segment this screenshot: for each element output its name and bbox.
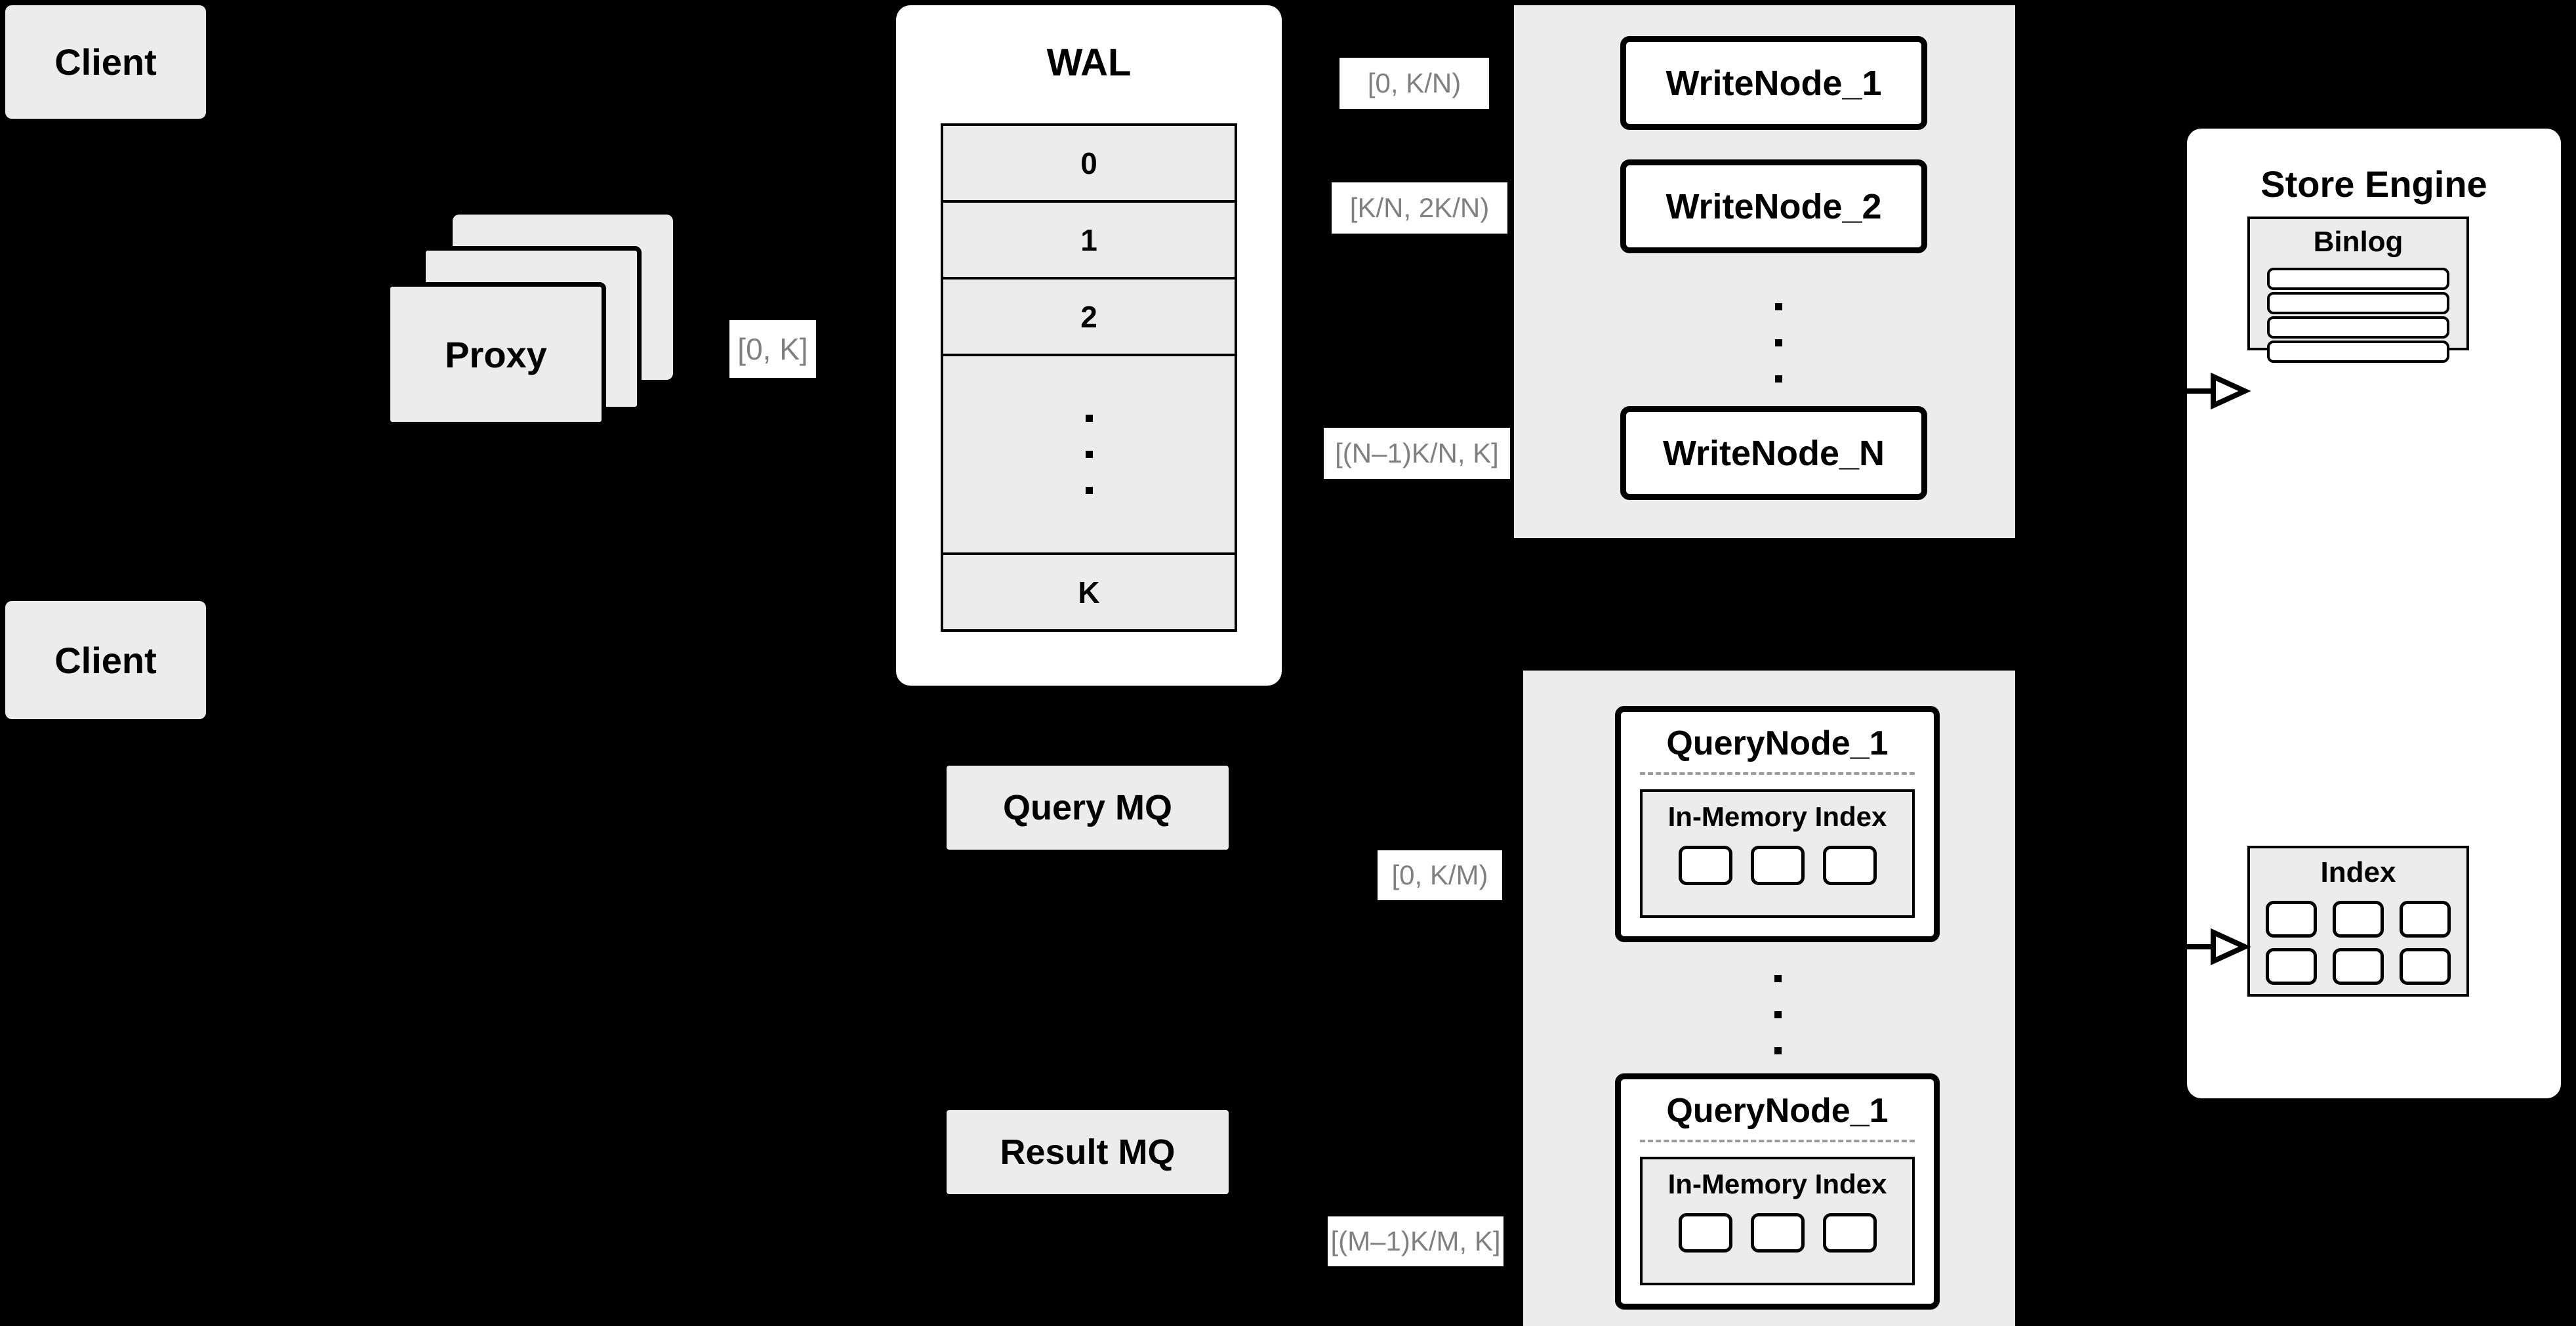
wal-cell-1-text: 1: [1080, 222, 1097, 257]
query-node-1-separator: [1639, 772, 1915, 775]
query-node-m-chip-1: [1678, 1213, 1732, 1253]
range-label-write-n: [(N–1)K/N, K]: [1324, 428, 1510, 479]
client-box-1[interactable]: Client: [5, 5, 206, 119]
wal-table: 0 1 2 K: [941, 123, 1237, 632]
index-chip-row-2: [2250, 948, 2466, 985]
wal-cell-0-text: 0: [1080, 146, 1097, 180]
arrow-to-binlog-icon: [2187, 372, 2251, 410]
range-label-write-2-text: [K/N, 2K/N): [1349, 192, 1490, 223]
range-label-write-1-text: [0, K/N): [1367, 68, 1462, 98]
index-chip-3: [2400, 901, 2451, 938]
result-mq-label: Result MQ: [1000, 1132, 1176, 1172]
query-node-m-index-title: In-Memory Index: [1667, 1169, 1887, 1199]
write-node-n-label: WriteNode_N: [1662, 433, 1885, 473]
range-label-proxy-to-wal: [0, K]: [729, 320, 816, 378]
wal-cell-1: 1: [943, 203, 1235, 280]
store-engine-panel: Store Engine Binlog Index: [2187, 129, 2561, 1098]
write-node-1-label: WriteNode_1: [1666, 63, 1882, 103]
index-chip-6: [2400, 948, 2451, 985]
index-chip-1: [2266, 901, 2317, 938]
binlog-row-4: [2267, 341, 2449, 363]
query-node-m-chip-row: [1643, 1213, 1912, 1253]
range-label-write-n-text: [(N–1)K/N, K]: [1335, 438, 1499, 468]
query-node-1-chip-3: [1822, 846, 1877, 885]
store-engine-title: Store Engine: [2260, 163, 2487, 205]
arrow-to-binlog: [2187, 372, 2253, 410]
result-mq-box[interactable]: Result MQ: [947, 1110, 1229, 1194]
write-node-n[interactable]: WriteNode_N: [1620, 406, 1927, 500]
query-node-1[interactable]: QueryNode_1 In-Memory Index: [1615, 706, 1940, 942]
wal-title: WAL: [1046, 41, 1132, 84]
range-label-write-2: [K/N, 2K/N): [1332, 182, 1507, 234]
query-node-group: QueryNode_1 In-Memory Index QueryNode_1 …: [1523, 671, 2015, 1326]
write-node-1[interactable]: WriteNode_1: [1620, 36, 1927, 130]
range-label-query-1-text: [0, K/M): [1391, 860, 1488, 890]
range-label-query-m: [(M–1)K/M, K]: [1328, 1216, 1503, 1266]
index-chip-5: [2333, 948, 2384, 985]
write-node-group: WriteNode_1 WriteNode_2 WriteNode_N: [1514, 5, 2015, 538]
query-node-m-label: QueryNode_1: [1666, 1092, 1889, 1130]
query-node-1-index-panel: In-Memory Index: [1640, 789, 1915, 918]
query-mq-box[interactable]: Query MQ: [947, 766, 1229, 850]
query-node-m-chip-2: [1750, 1213, 1805, 1253]
range-label-write-1: [0, K/N): [1339, 58, 1489, 109]
index-title: Index: [2320, 856, 2396, 888]
binlog-panel: Binlog: [2247, 217, 2469, 363]
wal-cell-2-text: 2: [1080, 299, 1097, 334]
wal-panel: WAL 0 1 2 K: [896, 5, 1282, 686]
binlog-row-3: [2267, 316, 2449, 339]
binlog-row-2: [2267, 292, 2449, 314]
index-chip-2: [2333, 901, 2384, 938]
wal-cell-ellipsis: [943, 356, 1235, 555]
query-node-1-index-title: In-Memory Index: [1667, 801, 1887, 832]
wal-cell-k: K: [943, 555, 1235, 629]
write-node-vertical-ellipsis-icon: [1772, 289, 1785, 397]
query-node-1-chip-1: [1678, 846, 1732, 885]
range-label-proxy-to-wal-text: [0, K]: [737, 332, 808, 366]
query-node-vertical-ellipsis-icon: [1771, 961, 1784, 1069]
arrow-to-index-icon: [2187, 928, 2251, 966]
client-label-1: Client: [54, 41, 157, 83]
index-chip-row-1: [2250, 901, 2466, 938]
client-box-2[interactable]: Client: [5, 601, 206, 719]
write-node-2[interactable]: WriteNode_2: [1620, 159, 1927, 253]
query-node-1-chip-2: [1750, 846, 1805, 885]
query-node-1-chip-row: [1643, 846, 1912, 885]
wal-cell-k-text: K: [1078, 575, 1100, 610]
wal-vertical-ellipsis-icon: [1085, 400, 1093, 508]
client-label-2: Client: [54, 639, 157, 681]
index-chip-4: [2266, 948, 2317, 985]
wal-cell-0: 0: [943, 126, 1235, 203]
proxy-label: Proxy: [445, 333, 547, 375]
wal-cell-2: 2: [943, 280, 1235, 356]
write-node-2-label: WriteNode_2: [1666, 186, 1882, 226]
arrow-to-index: [2187, 928, 2253, 966]
index-panel: Index: [2247, 846, 2469, 997]
query-node-m-chip-3: [1822, 1213, 1877, 1253]
binlog-title: Binlog: [2313, 226, 2403, 258]
query-node-m-index-panel: In-Memory Index: [1640, 1157, 1915, 1285]
range-label-query-m-text: [(M–1)K/M, K]: [1330, 1226, 1501, 1256]
range-label-query-1: [0, K/M): [1378, 850, 1502, 900]
query-node-m-separator: [1639, 1140, 1915, 1142]
binlog-row-1: [2267, 268, 2449, 290]
query-mq-label: Query MQ: [1002, 788, 1173, 827]
query-node-1-label: QueryNode_1: [1666, 724, 1889, 762]
query-node-m[interactable]: QueryNode_1 In-Memory Index: [1615, 1073, 1940, 1310]
proxy-card-front[interactable]: Proxy: [386, 282, 606, 426]
